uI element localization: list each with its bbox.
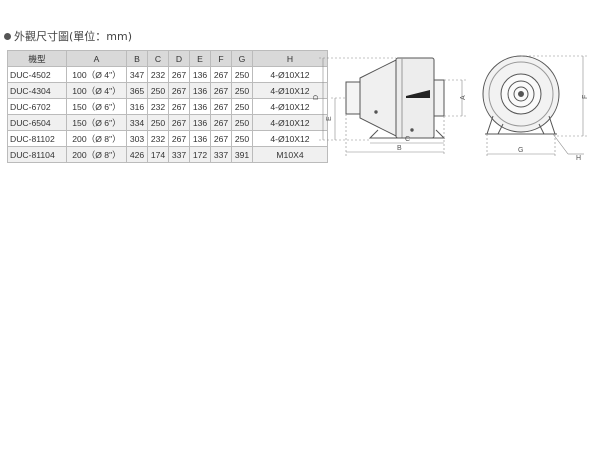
front-view [482,55,560,135]
airflow-arrow-icon [406,90,430,98]
heading-text: 外觀尺寸圖(單位：mm) [14,30,133,43]
label-c: C [405,136,410,143]
leader-h [552,133,569,155]
cell-b: 426 [126,146,148,163]
table-row: DUC-6504 150（Ø 6"） 334 250 267 136 267 2… [7,114,328,131]
cell-g: 391 [231,146,253,163]
outlet-collar [433,79,445,117]
table-header-row: 機型 A B C D E F G H [7,50,328,67]
inner-ring [507,80,535,108]
label-g: G [518,147,523,154]
cell-g: 250 [231,82,253,99]
header-f: F [210,50,232,67]
bullet-icon [4,32,11,40]
cell-d: 267 [168,82,190,99]
cell-e: 172 [189,146,211,163]
cell-a: 150（Ø 6"） [66,114,127,131]
screw-mark [374,110,378,114]
header-c: C [147,50,169,67]
cell-model: DUC-4304 [7,82,67,99]
header-g: G [231,50,253,67]
housing-ring [488,61,554,127]
table-row: DUC-6702 150（Ø 6"） 316 232 267 136 267 2… [7,98,328,115]
cell-h: M10X4 [252,146,328,163]
cell-e: 136 [189,114,211,131]
cell-d: 337 [168,146,190,163]
dimension-table: 機型 A B C D E F G H DUC-4502 100（Ø 4"） 34… [7,50,328,163]
cell-g: 250 [231,114,253,131]
hub-center [518,91,524,97]
cell-f: 337 [210,146,232,163]
inlet-cone [359,59,397,137]
label-e: E [326,116,333,121]
cell-model: DUC-81104 [7,146,67,163]
label-b: B [397,145,402,152]
side-dimensions [319,57,466,156]
label-d: D [313,95,320,100]
cell-c: 174 [147,146,169,163]
cell-b: 365 [126,82,148,99]
header-a: A [66,50,127,67]
front-dimensions [486,55,587,158]
header-b: B [126,50,148,67]
cell-h: 4-Ø10X12 [252,114,328,131]
screw-mark [410,128,414,132]
inlet-collar [345,81,361,115]
hub-ring [513,86,529,102]
label-f: F [582,95,589,99]
section-heading: 外觀尺寸圖(單位：mm) [4,28,132,44]
label-a: A [460,95,467,100]
header-h: H [252,50,328,67]
side-view [345,57,446,139]
label-h: H [576,155,581,162]
cell-c: 250 [147,82,169,99]
table-row: DUC-81104 200（Ø 8"） 426 174 337 172 337 … [7,146,328,163]
cell-f: 267 [210,114,232,131]
